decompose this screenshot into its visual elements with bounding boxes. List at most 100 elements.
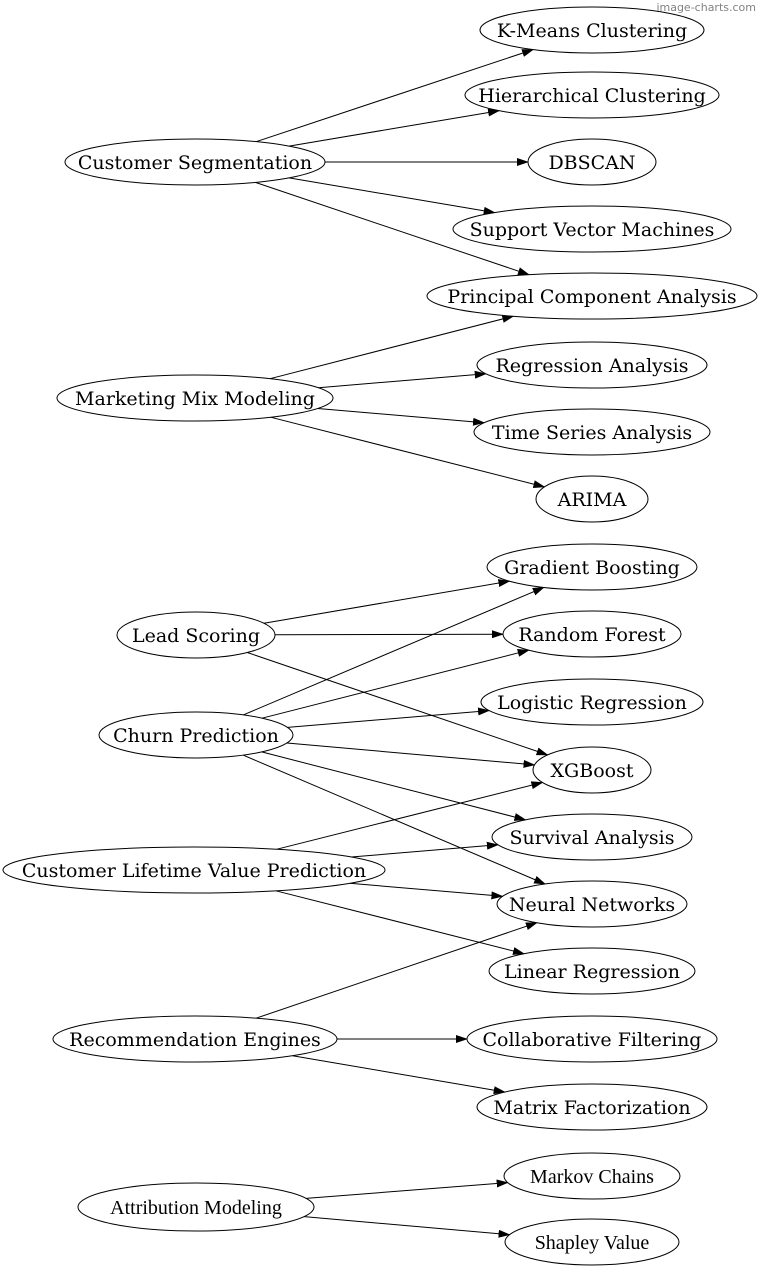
node-ellipse-svm xyxy=(452,205,732,253)
node-ellipse-rf xyxy=(502,610,682,658)
node-gb: Gradient Boosting xyxy=(486,543,698,591)
node-ellipse-xgb xyxy=(532,746,652,794)
node-re: Recommendation Engines xyxy=(52,1015,338,1063)
edge-clv-nn xyxy=(349,882,504,900)
node-ellipse-linr xyxy=(488,947,696,995)
node-db: DBSCAN xyxy=(527,138,657,186)
node-ellipse-arima xyxy=(535,475,649,523)
node-linr: Linear Regression xyxy=(488,947,696,995)
node-label-gb: Gradient Boosting xyxy=(504,557,680,579)
node-cs: Customer Segmentation xyxy=(64,138,326,186)
node-ellipse-nn xyxy=(496,880,688,928)
node-svm: Support Vector Machines xyxy=(452,205,732,253)
node-label-ra: Regression Analysis xyxy=(495,355,688,377)
node-ellipse-ls xyxy=(116,611,276,659)
node-label-db: DBSCAN xyxy=(548,152,635,174)
node-mf: Matrix Factorization xyxy=(476,1083,708,1131)
edge-mmm-pca xyxy=(269,315,515,380)
edge-cp-xgb xyxy=(286,742,536,768)
edge-cp-logr xyxy=(287,707,490,728)
edge-am-sv xyxy=(304,1216,511,1238)
node-ellipse-tsa xyxy=(473,408,711,456)
node-label-cf: Collaborative Filtering xyxy=(483,1029,702,1051)
node-label-mf: Matrix Factorization xyxy=(493,1097,690,1119)
edge-ls-xgb xyxy=(247,652,549,756)
node-ellipse-mmm xyxy=(56,374,334,422)
node-ellipse-cs xyxy=(64,138,326,186)
edge-ls-rf xyxy=(274,630,504,639)
node-ellipse-mc xyxy=(503,1152,681,1200)
edge-cp-gb xyxy=(243,586,545,716)
node-label-sa: Survival Analysis xyxy=(510,827,675,849)
node-ellipse-cp xyxy=(98,711,294,759)
node-label-re: Recommendation Engines xyxy=(69,1029,321,1051)
node-label-xgb: XGBoost xyxy=(551,760,634,782)
edge-cs-pca xyxy=(255,181,530,276)
node-tsa: Time Series Analysis xyxy=(473,408,711,456)
edge-cs-km xyxy=(255,49,535,143)
node-label-rf: Random Forest xyxy=(518,624,666,646)
node-label-nn: Neural Networks xyxy=(509,894,675,916)
edge-ls-gb xyxy=(263,579,511,624)
node-ellipse-am xyxy=(77,1182,315,1232)
node-label-km: K-Means Clustering xyxy=(497,20,687,42)
node-label-logr: Logistic Regression xyxy=(497,692,687,714)
edge-cs-svm xyxy=(289,177,496,215)
node-label-am: Attribution Modeling xyxy=(110,1197,282,1219)
node-label-pca: Principal Component Analysis xyxy=(447,286,736,308)
node-label-cs: Customer Segmentation xyxy=(78,152,312,174)
edge-cs-hc xyxy=(289,108,501,147)
node-ellipse-hc xyxy=(464,71,720,119)
node-label-hc: Hierarchical Clustering xyxy=(478,85,705,107)
node-nn: Neural Networks xyxy=(496,880,688,928)
node-sv: Shapley Value xyxy=(504,1218,680,1266)
node-label-svm: Support Vector Machines xyxy=(470,219,715,241)
node-label-mc: Markov Chains xyxy=(530,1166,654,1188)
node-arima: ARIMA xyxy=(535,475,649,523)
edge-cp-sa xyxy=(261,751,527,821)
node-ellipse-re xyxy=(52,1015,338,1063)
watermark-label: image-charts.com xyxy=(656,1,756,14)
node-ellipse-sa xyxy=(491,813,693,861)
edge-mmm-arima xyxy=(270,416,546,489)
node-ellipse-cf xyxy=(466,1015,718,1063)
node-label-mmm: Marketing Mix Modeling xyxy=(75,388,315,410)
node-ellipse-gb xyxy=(486,543,698,591)
node-sa: Survival Analysis xyxy=(491,813,693,861)
node-ra: Regression Analysis xyxy=(476,341,708,389)
node-label-sv: Shapley Value xyxy=(535,1232,650,1254)
node-label-clv: Customer Lifetime Value Prediction xyxy=(22,860,366,882)
node-logr: Logistic Regression xyxy=(480,678,704,726)
node-cp: Churn Prediction xyxy=(98,711,294,759)
edge-cp-rf xyxy=(261,649,530,719)
node-ls: Lead Scoring xyxy=(116,611,276,659)
node-ellipse-logr xyxy=(480,678,704,726)
node-label-ls: Lead Scoring xyxy=(132,625,260,647)
node-label-arima: ARIMA xyxy=(557,489,627,511)
node-pca: Principal Component Analysis xyxy=(426,272,758,320)
edge-re-nn xyxy=(255,922,538,1019)
node-label-linr: Linear Regression xyxy=(504,961,680,983)
edge-clv-linr xyxy=(275,890,525,955)
edge-clv-xgb xyxy=(276,781,544,850)
node-rf: Random Forest xyxy=(502,610,682,658)
node-mmm: Marketing Mix Modeling xyxy=(56,374,334,422)
node-ellipse-ra xyxy=(476,341,708,389)
node-xgb: XGBoost xyxy=(532,746,652,794)
node-am: Attribution Modeling xyxy=(77,1182,315,1232)
node-ellipse-km xyxy=(479,6,705,54)
node-cf: Collaborative Filtering xyxy=(466,1015,718,1063)
edge-am-mc xyxy=(306,1179,509,1199)
node-ellipse-sv xyxy=(504,1218,680,1266)
node-ellipse-clv xyxy=(2,846,386,894)
node-label-cp: Churn Prediction xyxy=(113,725,279,747)
edge-mmm-tsa xyxy=(317,408,485,426)
node-ellipse-mf xyxy=(476,1083,708,1131)
node-ellipse-db xyxy=(527,138,657,186)
node-km: K-Means Clustering xyxy=(479,6,705,54)
node-label-tsa: Time Series Analysis xyxy=(492,422,692,444)
edge-clv-sa xyxy=(351,841,499,858)
edge-mmm-ra xyxy=(318,370,487,389)
